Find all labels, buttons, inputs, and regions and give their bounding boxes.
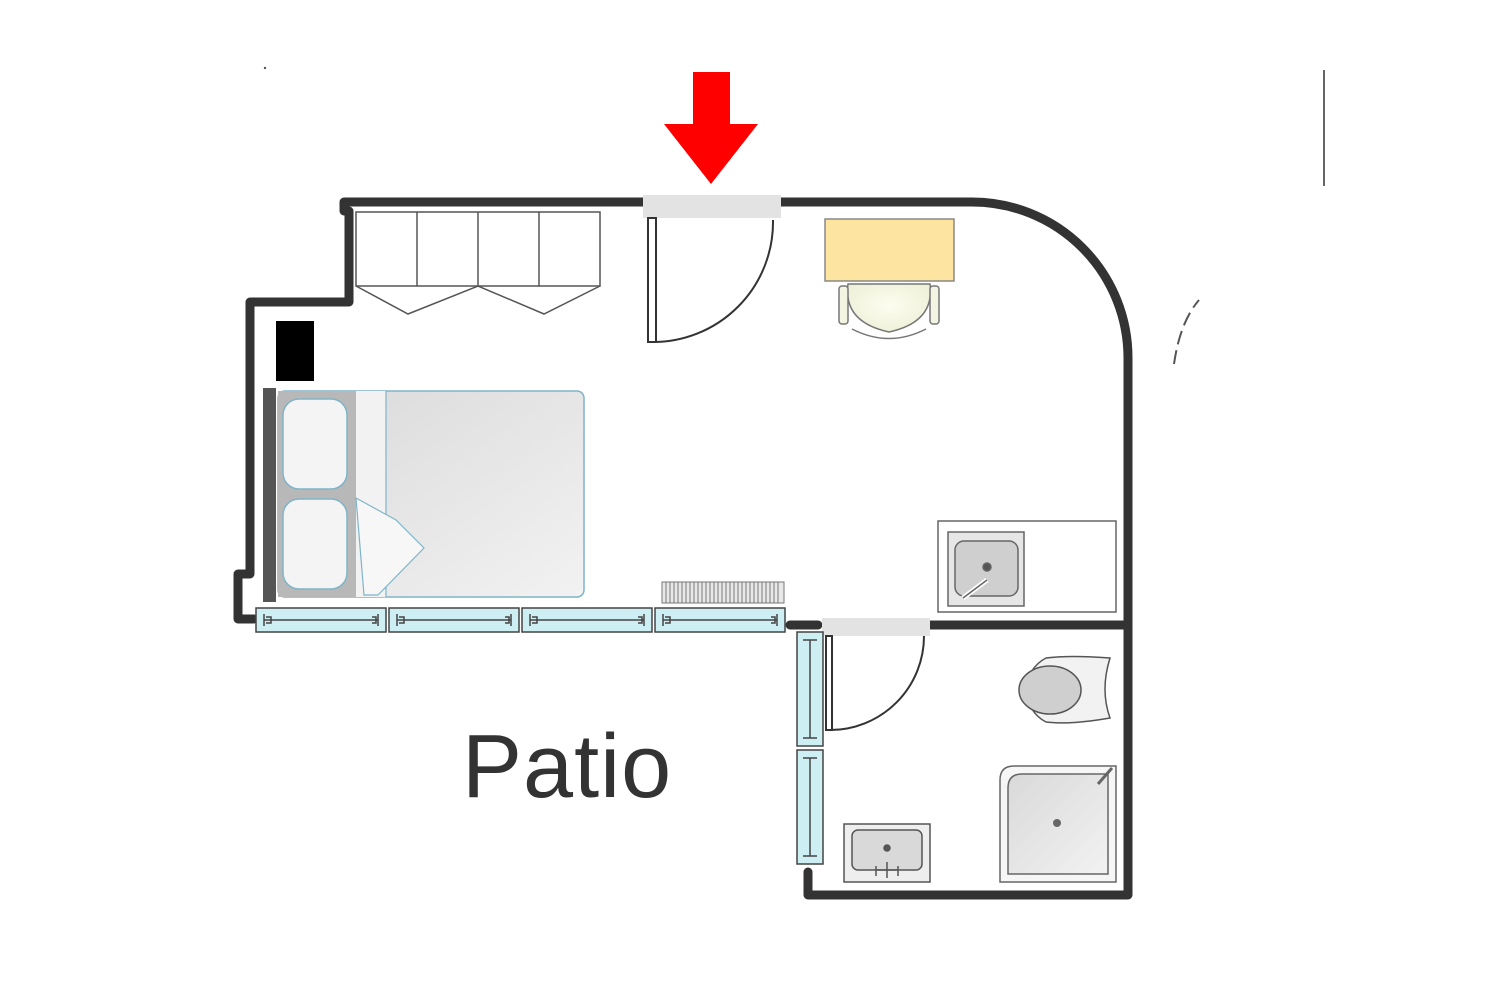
glass-sliding-doors (255, 607, 786, 633)
bathroom-sink (843, 823, 931, 883)
radiator (661, 581, 785, 604)
entrance-door-opening (643, 195, 781, 218)
walls (233, 197, 1133, 900)
down-arrow-icon (664, 72, 758, 184)
wardrobe (355, 211, 601, 315)
patio-label: Patio (462, 717, 673, 817)
toilet (1018, 655, 1112, 724)
door-swing-mark (1173, 299, 1200, 365)
tv-unit (276, 321, 314, 381)
shower (999, 765, 1117, 883)
bathroom-door (825, 635, 925, 731)
wall-north-east (776, 197, 1133, 900)
wall-main (233, 197, 648, 624)
desk-chair (838, 283, 940, 340)
desk (824, 218, 955, 282)
stray-dot (263, 66, 267, 70)
bathroom-door-opening (822, 618, 930, 636)
glass-sliding-doors-bathroom (796, 631, 824, 865)
entrance-door (647, 217, 775, 344)
kitchenette (937, 520, 1117, 613)
bed (263, 388, 585, 602)
